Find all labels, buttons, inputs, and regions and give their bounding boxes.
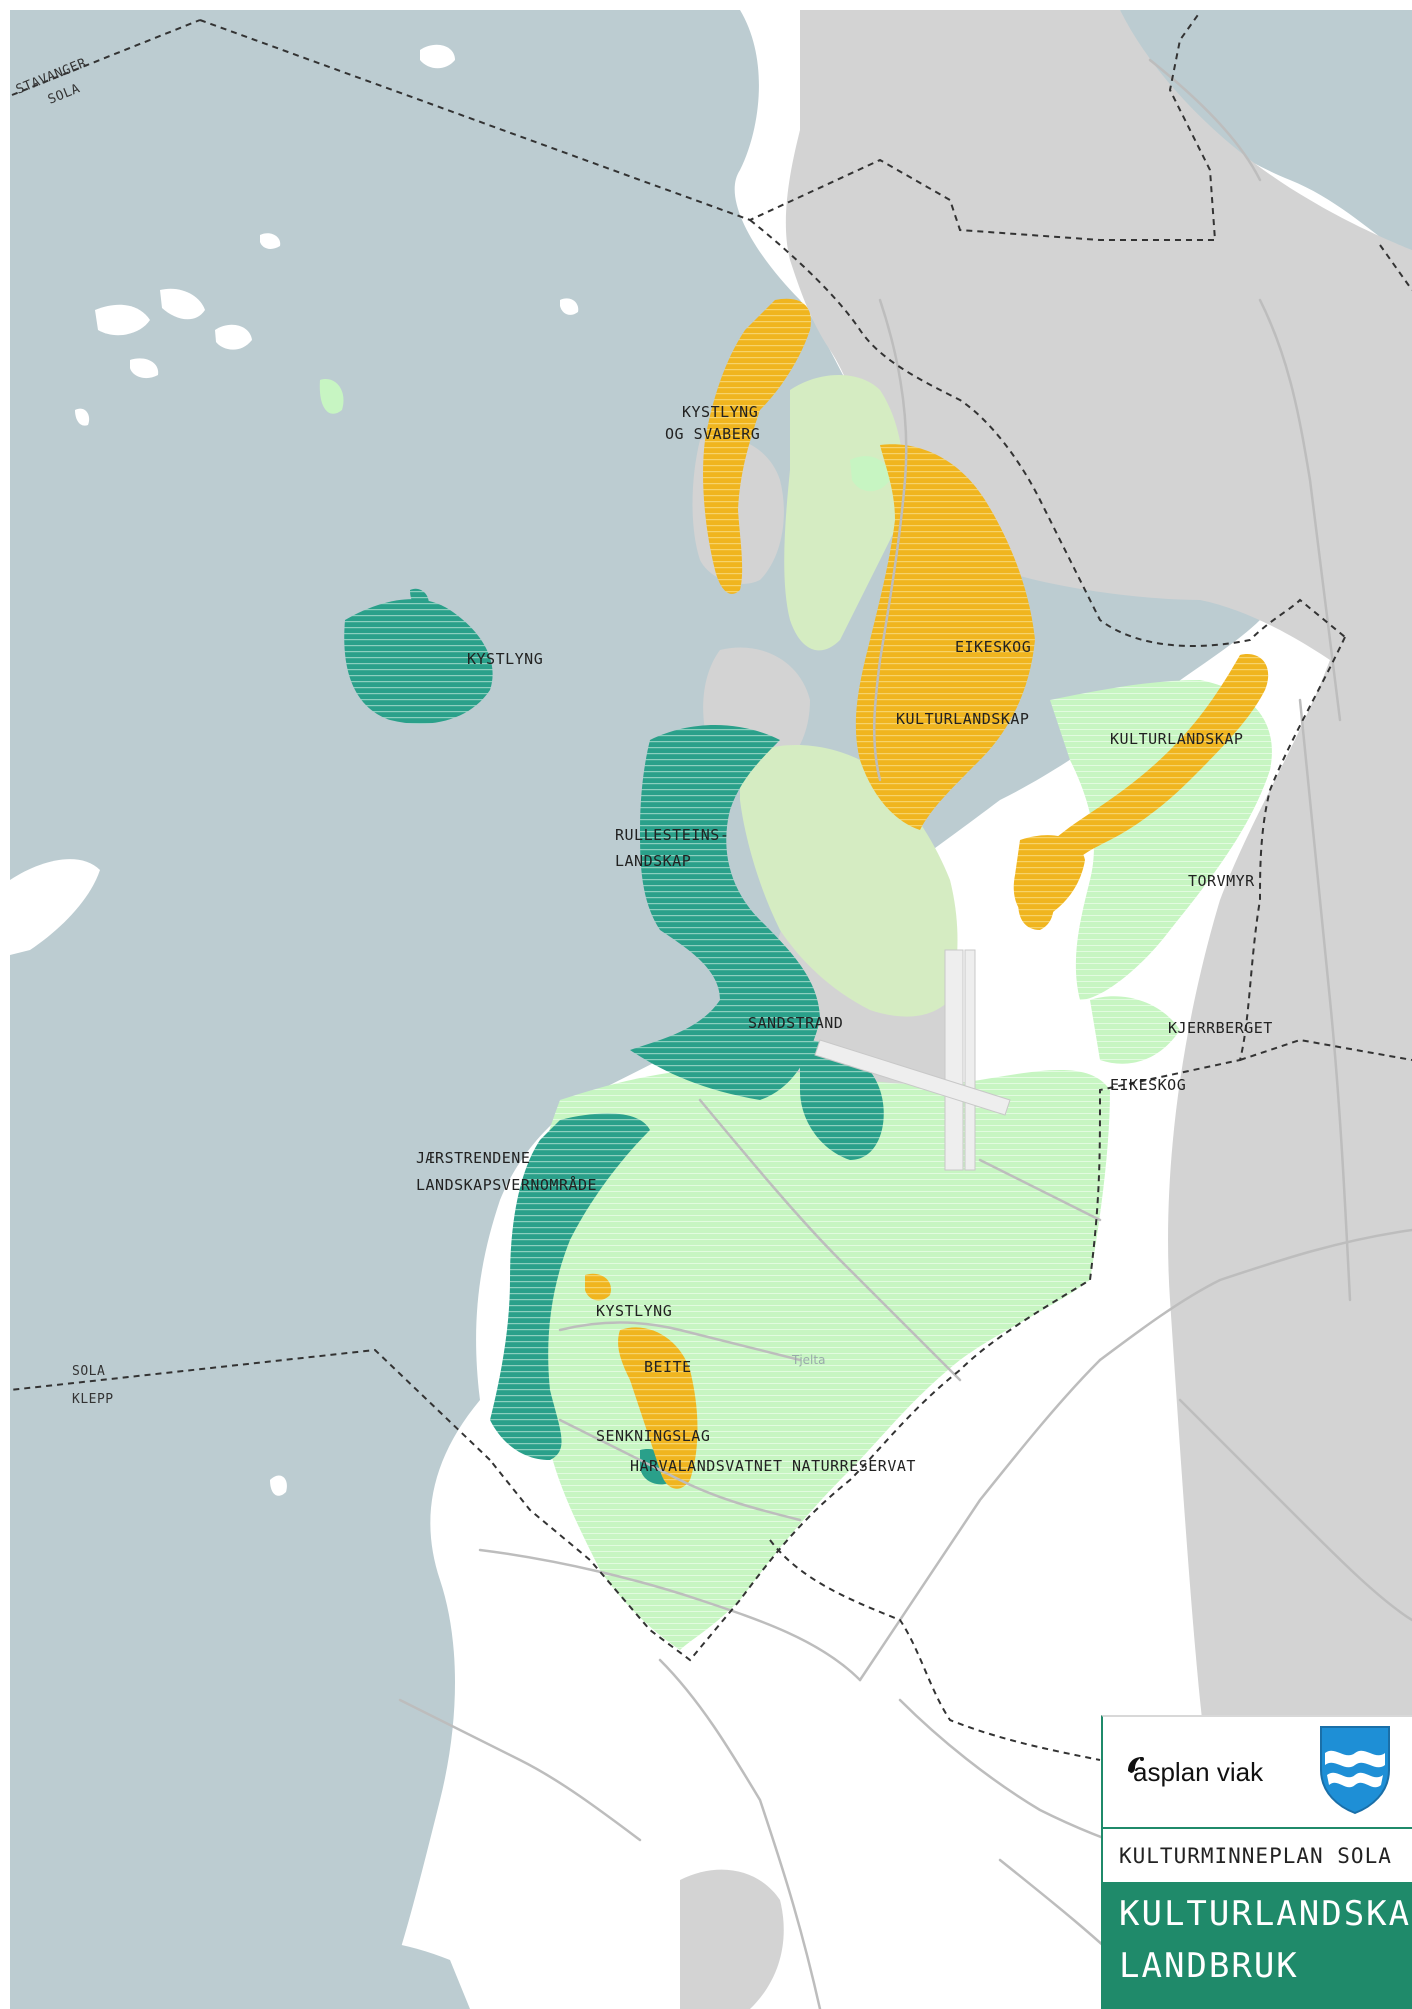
label-rullestein-line1: RULLESTEINS- (615, 826, 729, 844)
sea-south (290, 1939, 470, 2009)
label-harvalandsvatnet: HARVALANDSVATNET NATURRESERVAT (630, 1457, 916, 1475)
asplan-viak-mark-icon (1128, 1757, 1144, 1773)
kulturlandskap-airfield-east (1090, 996, 1180, 1064)
sea-area (10, 10, 1260, 2009)
label-kjerrberget: KJERRBERGET (1168, 1019, 1273, 1037)
jaerstrendene-zone (490, 1113, 650, 1460)
sola-coat-of-arms-icon (1320, 1726, 1390, 1815)
subtitle-band: KULTURLANDSKAP LANDBRUK (1103, 1882, 1412, 2009)
label-torvmyr: TORVMYR (1188, 872, 1255, 890)
municipal-boundary (9, 11, 1412, 1761)
label-sandstrand: SANDSTRAND (748, 1014, 843, 1032)
logo-row: asplan viak (1103, 1717, 1412, 1829)
torvmyr-orange-zone (1013, 835, 1085, 920)
eikeskog-kulturlandskap-zone (855, 444, 1035, 830)
label-rullestein-line2: LANDSKAP (615, 852, 691, 870)
kystlyng-west-arm (410, 588, 429, 610)
beite-zone (618, 1327, 698, 1489)
label-eikeskog-north: EIKESKOG (955, 638, 1031, 656)
islands (10, 44, 579, 1496)
kulturlandskap-east (1050, 680, 1272, 1000)
label-kulturlandskap-center: KULTURLANDSKAP (896, 710, 1029, 728)
label-eikeskog-south: EIKESKOG (1110, 1076, 1186, 1094)
boundary-label-klepp: KLEPP (72, 1392, 114, 1407)
farmland-west (850, 536, 879, 566)
kystlyng-svaberg-zone (703, 298, 811, 594)
built-area-south (680, 1869, 784, 2009)
subtitle-line-2: LANDBRUK (1119, 1946, 1299, 1986)
kystlyng-south-zone (585, 1273, 611, 1301)
sea-northeast (1120, 10, 1412, 260)
label-jaerstrendene-line2: LANDSKAPSVERNOMRÅDE (416, 1175, 597, 1194)
kulturlandskap-east-zone (1018, 654, 1269, 930)
light-green-west-island (319, 379, 344, 414)
runways (814, 949, 1011, 1171)
kulturlandskap-south (520, 1067, 1110, 1650)
label-kulturlandskap-east: KULTURLANDSKAP (1110, 730, 1243, 748)
light-green-north-patch (850, 456, 890, 492)
kystlyng-west-zone (344, 599, 493, 724)
asplan-viak-logo: asplan viak (1133, 1757, 1264, 1787)
label-senkningslag: SENKNINGSLAG (596, 1427, 710, 1445)
farmland-north (784, 375, 904, 651)
boundary-label-sola-south: SOLA (72, 1364, 105, 1379)
label-kystlyng-svaberg-line1: KYSTLYNG (682, 403, 758, 421)
label-jaerstrendene-line1: JÆRSTRENDENE (416, 1149, 530, 1167)
label-kystlyng-south: KYSTLYNG (596, 1302, 672, 1320)
label-kystlyng-west: KYSTLYNG (467, 650, 543, 668)
plan-title: KULTURMINNEPLAN SOLA (1119, 1844, 1392, 1868)
label-kystlyng-svaberg-line2: OG SVABERG (665, 425, 760, 443)
title-box: asplan viak KULTURMINNEPLAN SOLA KULTURL… (1101, 1715, 1412, 2009)
subtitle-line-1: KULTURLANDSKAP (1119, 1894, 1412, 1934)
label-tjelta: Tjelta (791, 1353, 825, 1367)
label-beite: BEITE (644, 1358, 692, 1376)
rullesteinslandskap-zone (630, 725, 820, 1100)
